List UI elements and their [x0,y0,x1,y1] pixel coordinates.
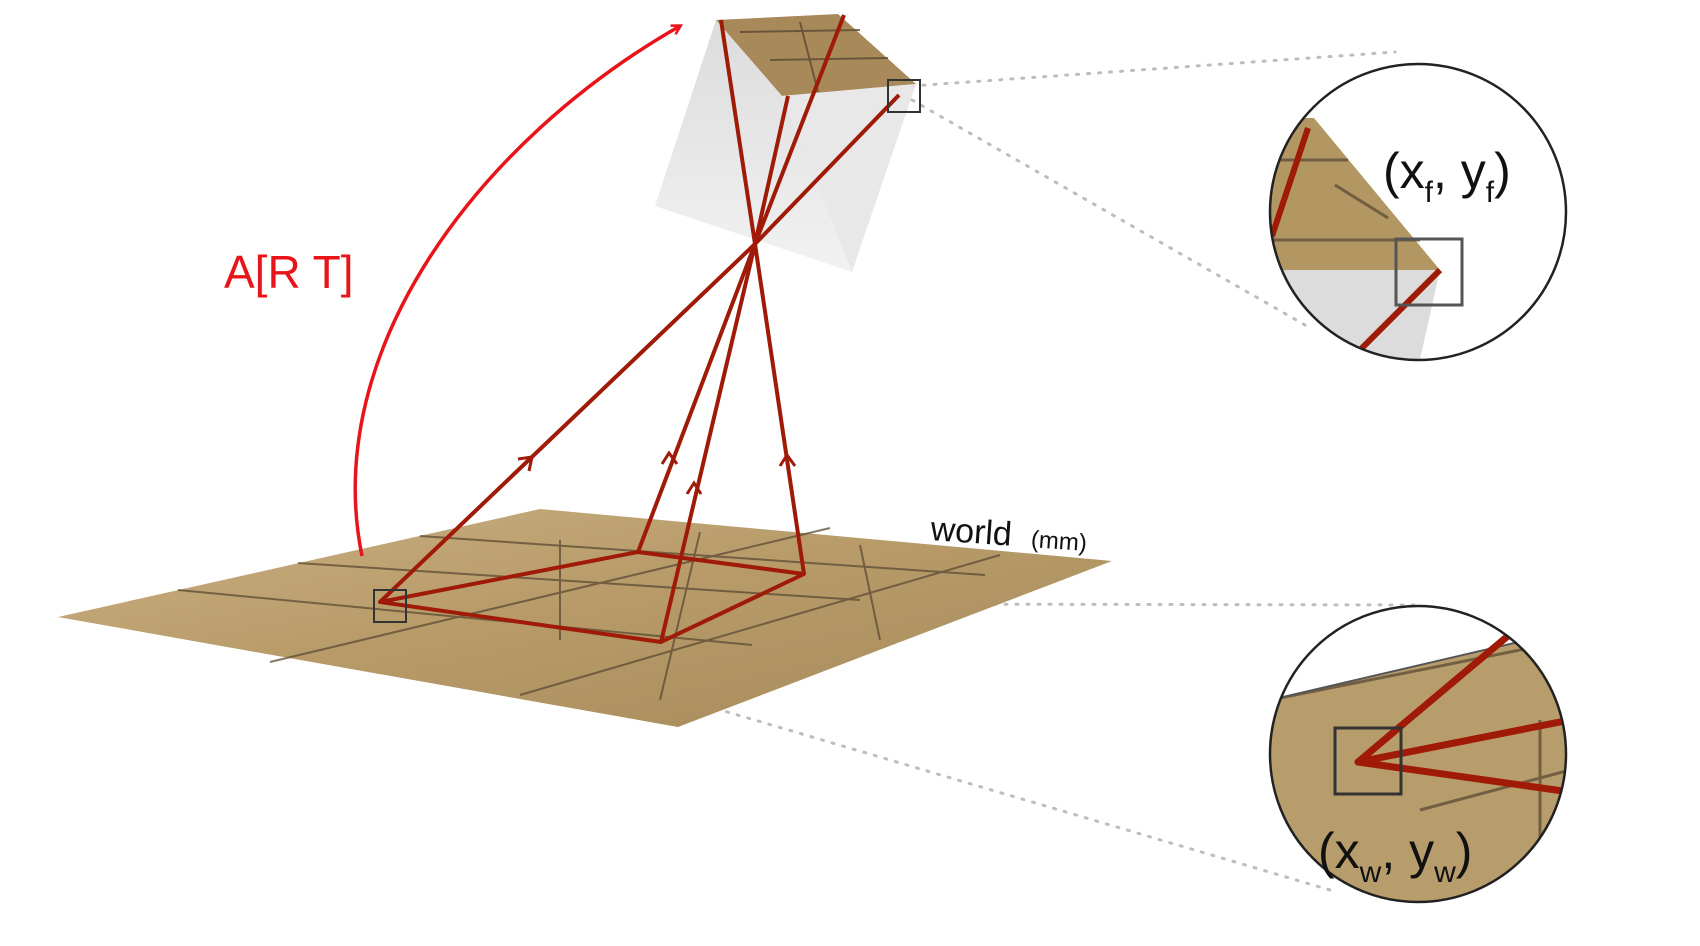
film-zoom-inset: (xf, yf) [1268,62,1568,362]
world-coord-x-sub: w [1359,856,1382,889]
transform-label: A[R T] [224,246,354,298]
world-label-main: world [928,510,1013,554]
ray-4 [719,19,806,575]
film-coord-x-sub: f [1425,176,1434,209]
world-zoom-inset: (xw, yw) [1268,604,1568,904]
world-inset-marker [1333,726,1403,796]
world-coord-sep: , y [1381,823,1434,879]
film-coord-y-sub: f [1486,176,1495,209]
film-coord-close: ) [1494,143,1511,199]
film-coord-open: (x [1383,143,1425,199]
ray-direction-arrows [517,450,797,495]
projection-rays [378,14,901,644]
world-coord-close: ) [1456,823,1473,879]
transform-arrow [353,26,680,557]
world-coordinate-label: (xw, yw) [1318,823,1472,889]
world-coord-open: (x [1318,823,1360,879]
world-point-marker [373,589,407,623]
film-point-marker [887,79,921,113]
film-coord-sep: , y [1433,143,1486,199]
camera-box [655,14,916,272]
world-label: world (mm) [928,510,1088,559]
world-label-unit: (mm) [1030,526,1088,557]
dotted-guides [387,50,1417,892]
world-coord-y-sub: w [1433,856,1456,889]
film-inset-marker [1394,237,1464,307]
film-coordinate-label: (xf, yf) [1383,143,1511,209]
